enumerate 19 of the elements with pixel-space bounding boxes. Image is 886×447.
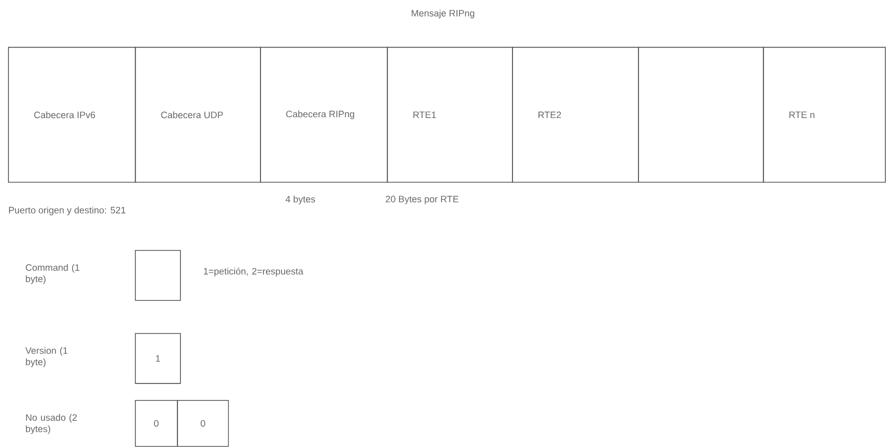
- field-cell: Cabecera IPv6: [8, 46, 136, 183]
- field-cell: RTE n: [762, 46, 886, 183]
- note-label: Puerto origen y destino: 521: [9, 206, 126, 216]
- field-cell: RTE2: [512, 46, 639, 183]
- field-cell: RTE1: [386, 46, 513, 183]
- note-label: 4 bytes: [286, 196, 316, 204]
- value-box: 1: [134, 333, 181, 384]
- note-label: Command (1 byte): [26, 264, 80, 284]
- field-cell: Cabecera RIPng: [260, 46, 388, 183]
- title: Mensaje RIPng: [412, 10, 474, 18]
- value-box: 0: [177, 400, 229, 447]
- field-cell: [638, 46, 764, 183]
- value-box: 0: [134, 400, 178, 447]
- note-label: No usado (2 bytes): [26, 414, 77, 434]
- note-label: Version (1 byte): [25, 347, 68, 368]
- field-cell: Cabecera UDP: [134, 46, 261, 183]
- field-label: 1=petición, 2=respuesta: [204, 268, 304, 276]
- value-box: [134, 250, 181, 301]
- note-label: 20 Bytes por RTE: [386, 196, 458, 204]
